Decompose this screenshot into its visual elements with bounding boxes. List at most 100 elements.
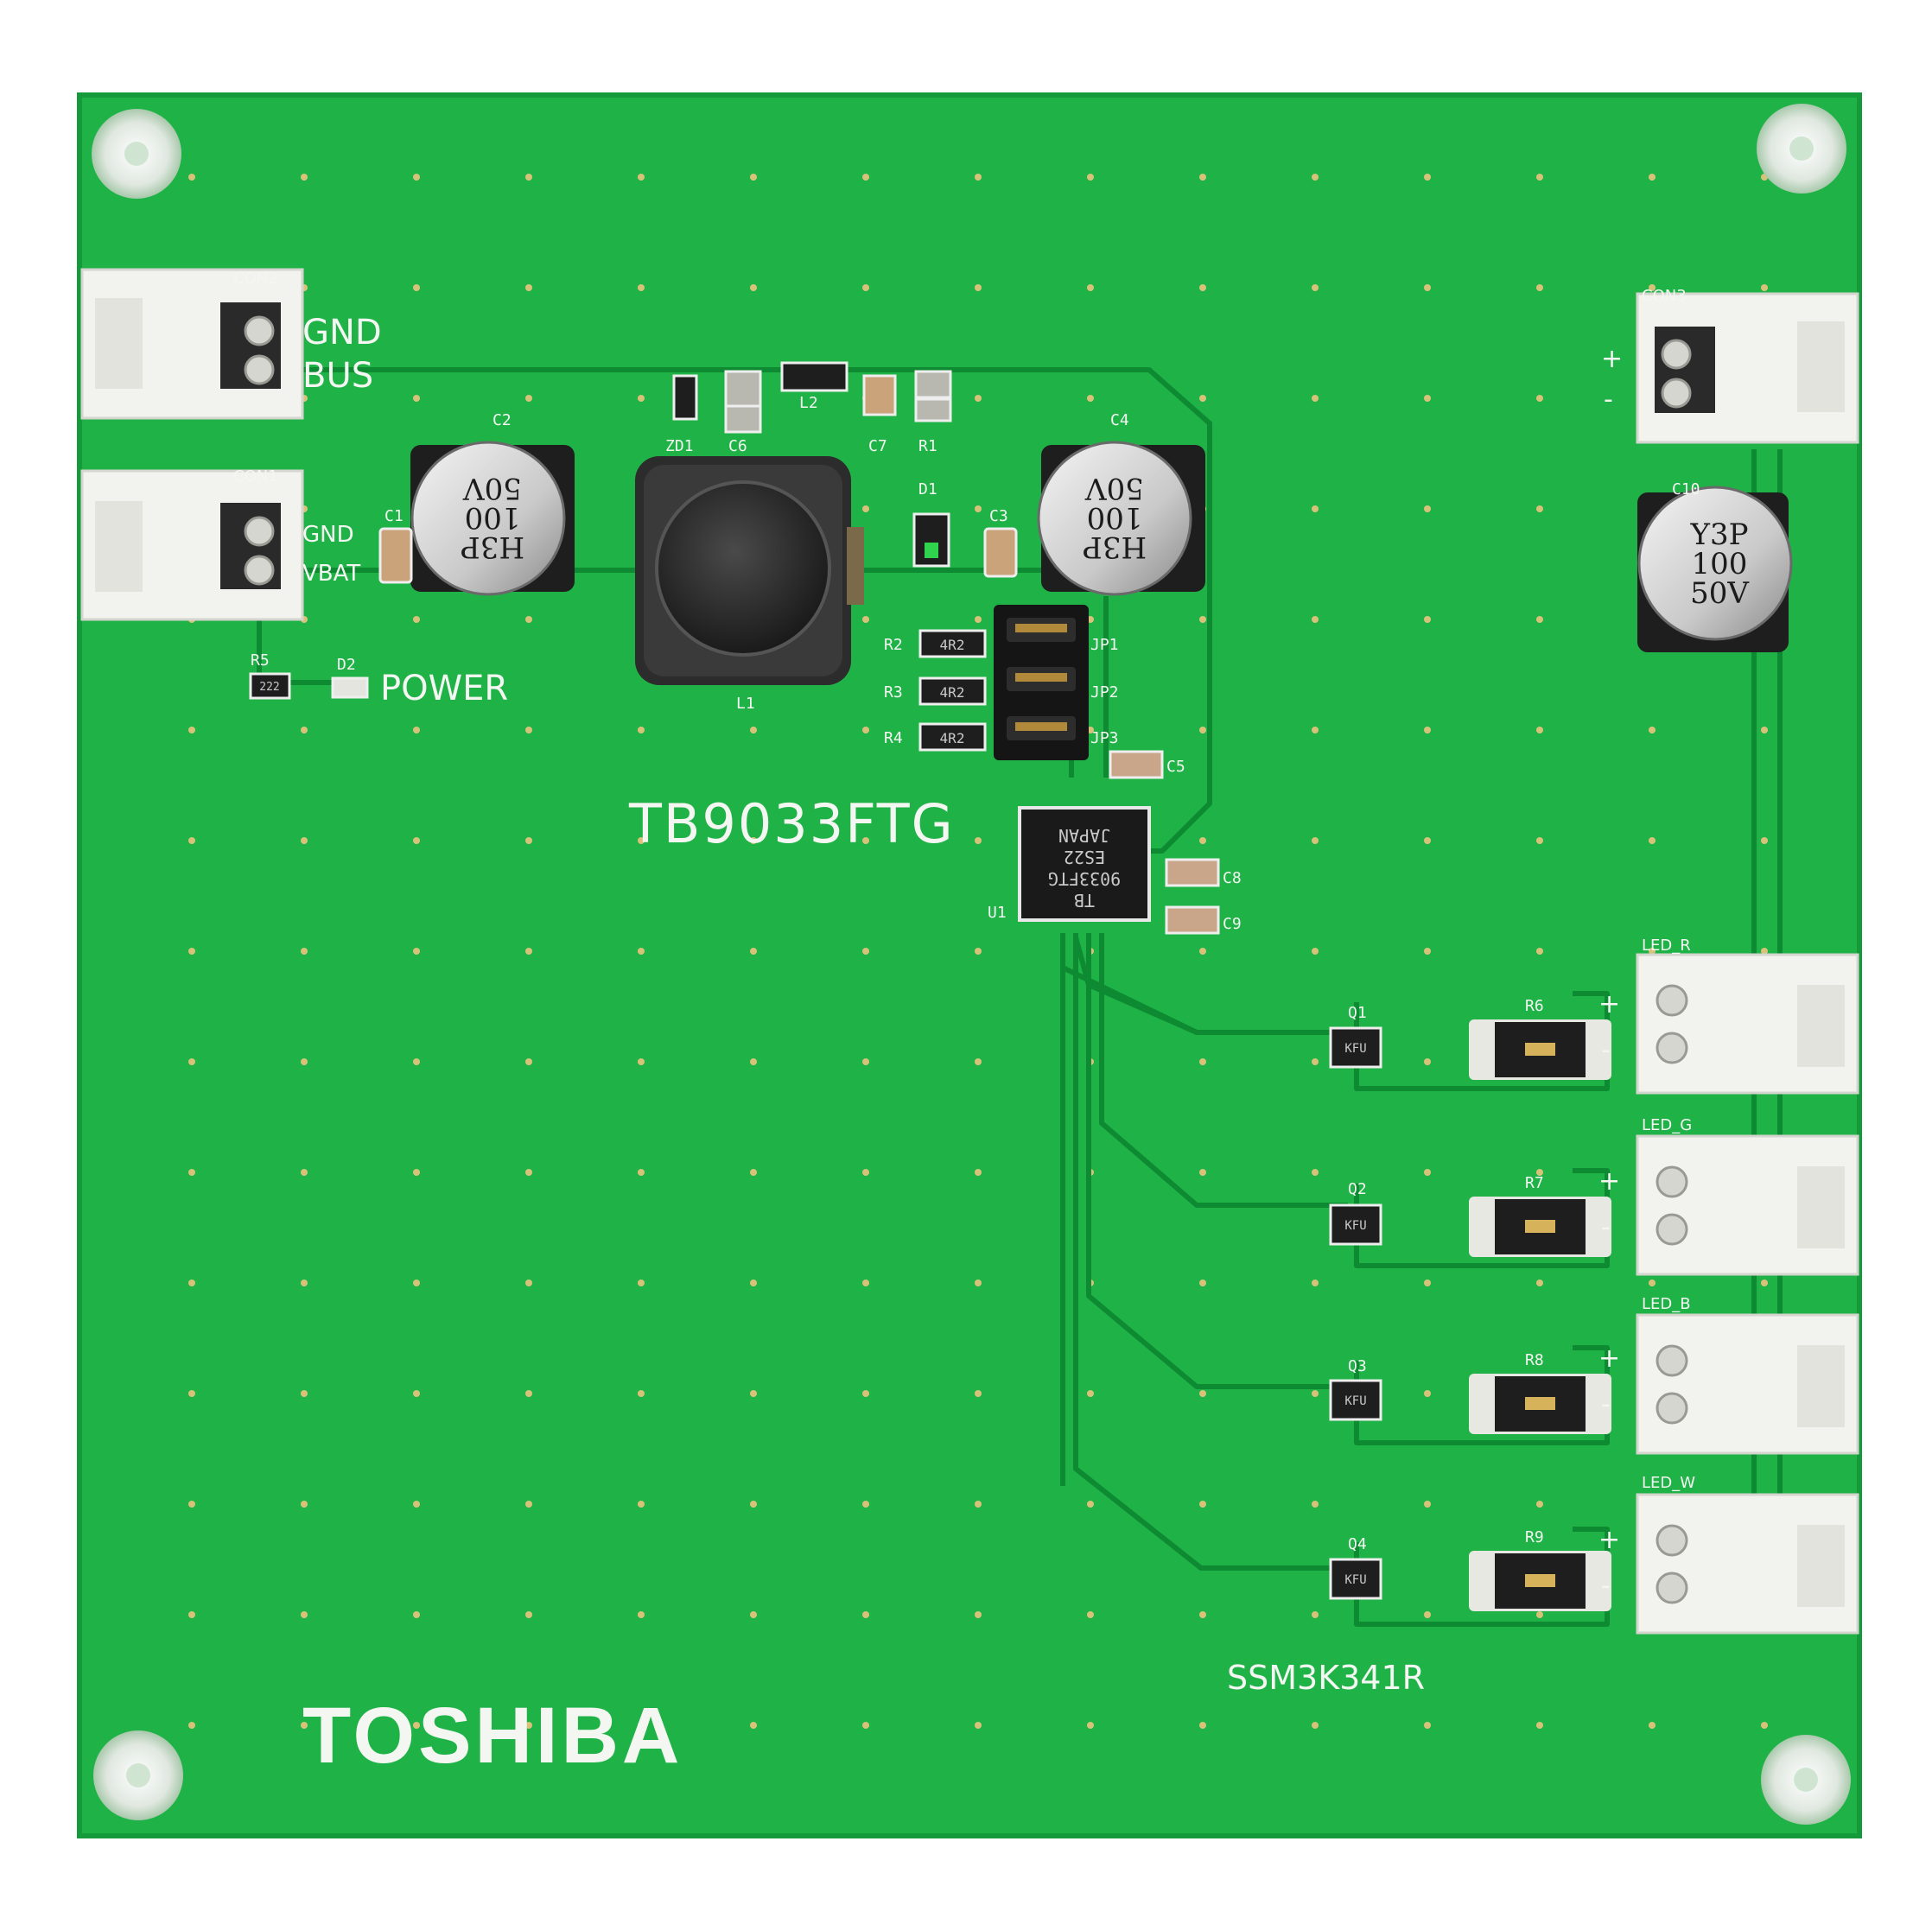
label-led-w-minus: -	[1601, 1571, 1611, 1601]
label-con1-vbat: VBAT	[302, 561, 360, 587]
label-con3-minus: -	[1604, 384, 1613, 415]
ic-u1: TB 9033FTG ES22 JAPAN	[1018, 806, 1151, 922]
r4-marking: 4R2	[940, 730, 965, 746]
refdes-c7: C7	[868, 437, 887, 455]
r3-marking: 4R2	[940, 684, 965, 701]
label-led-w-plus: +	[1598, 1525, 1620, 1555]
refdes-jp2: JP2	[1090, 683, 1119, 702]
refdes-q4: Q4	[1348, 1535, 1367, 1553]
refdes-c8: C8	[1223, 869, 1242, 887]
refdes-c9: C9	[1223, 915, 1242, 933]
c10-voltage-marking: 50V	[1690, 576, 1750, 611]
refdes-r5: R5	[251, 651, 270, 670]
label-con3-plus: +	[1601, 344, 1623, 374]
c4-value-marking: 100	[1087, 500, 1143, 535]
c4-series-marking: H3P	[1083, 530, 1147, 564]
c10-value-marking: 100	[1692, 547, 1748, 581]
refdes-c2: C2	[493, 411, 512, 429]
refdes-q3: Q3	[1348, 1357, 1367, 1375]
label-con1: CON1	[233, 467, 278, 486]
c2-value-marking: 100	[465, 500, 521, 535]
refdes-jp1: JP1	[1090, 636, 1119, 654]
label-mosfet-part-number: SSM3K341R	[1227, 1659, 1425, 1697]
label-led-b-minus: -	[1601, 1389, 1611, 1419]
mounting-standoff-tr	[1757, 104, 1846, 194]
refdes-r9: R9	[1525, 1528, 1544, 1546]
silkscreen-labels: CON2 GND BUS CON1 GND VBAT POWER TB9033F…	[233, 270, 1700, 1780]
q3-marking: KFU	[1344, 1394, 1366, 1408]
label-con2-bus: BUS	[302, 356, 373, 396]
refdes-r4: R4	[884, 729, 903, 747]
refdes-c5: C5	[1166, 758, 1185, 776]
r2-marking: 4R2	[940, 637, 965, 653]
u1-marking-line3: ES22	[1064, 847, 1105, 867]
capacitor-c4: H3P 100 50V	[1037, 441, 1205, 596]
c2-series-marking: H3P	[461, 530, 524, 564]
refdes-c10: C10	[1672, 480, 1700, 498]
connector-con3	[1636, 292, 1859, 444]
connector-led-b	[1636, 1313, 1859, 1455]
connector-con2	[80, 268, 304, 420]
refdes-r2: R2	[884, 636, 903, 654]
label-con1-gnd: GND	[302, 522, 354, 548]
refdes-c3: C3	[989, 507, 1008, 525]
label-led-g-plus: +	[1598, 1166, 1620, 1197]
shunt-resistor-r6	[1469, 1019, 1611, 1080]
label-con2: CON2	[233, 270, 278, 288]
shunt-resistor-r9	[1469, 1551, 1611, 1611]
mosfet-q1: KFU	[1329, 1026, 1382, 1069]
label-power: POWER	[380, 669, 508, 708]
capacitor-c2: H3P 100 50V	[410, 441, 575, 596]
shunt-resistor-r8	[1469, 1374, 1611, 1434]
refdes-d2: D2	[337, 656, 356, 674]
mounting-standoff-br	[1761, 1735, 1851, 1825]
inductor-l1	[635, 456, 864, 685]
label-ic-part-number: TB9033FTG	[628, 792, 955, 855]
refdes-u1: U1	[988, 904, 1007, 922]
label-led-b-plus: +	[1598, 1343, 1620, 1374]
refdes-r8: R8	[1525, 1351, 1544, 1369]
shunt-resistor-r7	[1469, 1197, 1611, 1257]
label-con3: CON3	[1642, 287, 1687, 305]
refdes-q2: Q2	[1348, 1180, 1367, 1198]
q4-marking: KFU	[1344, 1573, 1366, 1587]
capacitor-c10: Y3P 100 50V	[1637, 486, 1793, 652]
label-led-w: LED_W	[1642, 1474, 1695, 1492]
r5-marking: 222	[259, 681, 279, 694]
refdes-r1: R1	[918, 437, 937, 455]
label-led-g-minus: -	[1601, 1212, 1611, 1242]
mosfet-q2: KFU	[1329, 1203, 1382, 1246]
connector-led-w	[1636, 1493, 1859, 1635]
refdes-c4: C4	[1110, 411, 1129, 429]
mounting-standoff-tl	[92, 109, 181, 199]
refdes-jp3: JP3	[1090, 729, 1119, 747]
q2-marking: KFU	[1344, 1219, 1366, 1233]
refdes-d1: D1	[918, 480, 937, 498]
q1-marking: KFU	[1344, 1042, 1366, 1056]
mosfet-q3: KFU	[1329, 1379, 1382, 1421]
label-led-r: LED_R	[1642, 937, 1691, 955]
c4-voltage-marking: 50V	[1084, 471, 1144, 505]
label-led-r-plus: +	[1598, 989, 1620, 1019]
refdes-c6: C6	[728, 437, 747, 455]
c10-series-marking: Y3P	[1690, 518, 1749, 552]
pcb-substrate	[79, 95, 1859, 1836]
label-led-g: LED_G	[1642, 1116, 1692, 1134]
label-con2-gnd: GND	[302, 313, 382, 352]
refdes-r7: R7	[1525, 1174, 1544, 1192]
u1-marking-line1: TB	[1074, 890, 1095, 911]
resistor-array: 4R2 4R2 4R2	[918, 629, 987, 752]
refdes-zd1: ZD1	[665, 437, 694, 455]
smd-parts	[249, 361, 1220, 935]
refdes-r3: R3	[884, 683, 903, 702]
u1-marking-line4: JAPAN	[1058, 825, 1110, 846]
c2-voltage-marking: 50V	[462, 471, 522, 505]
u1-marking-line2: 9033FTG	[1048, 868, 1121, 889]
mosfet-q4: KFU	[1329, 1558, 1382, 1600]
label-led-r-minus: -	[1601, 1035, 1611, 1065]
refdes-l1: L1	[736, 695, 755, 713]
refdes-q1: Q1	[1348, 1004, 1367, 1022]
connector-con1	[80, 469, 304, 621]
jumper-block	[994, 605, 1089, 760]
